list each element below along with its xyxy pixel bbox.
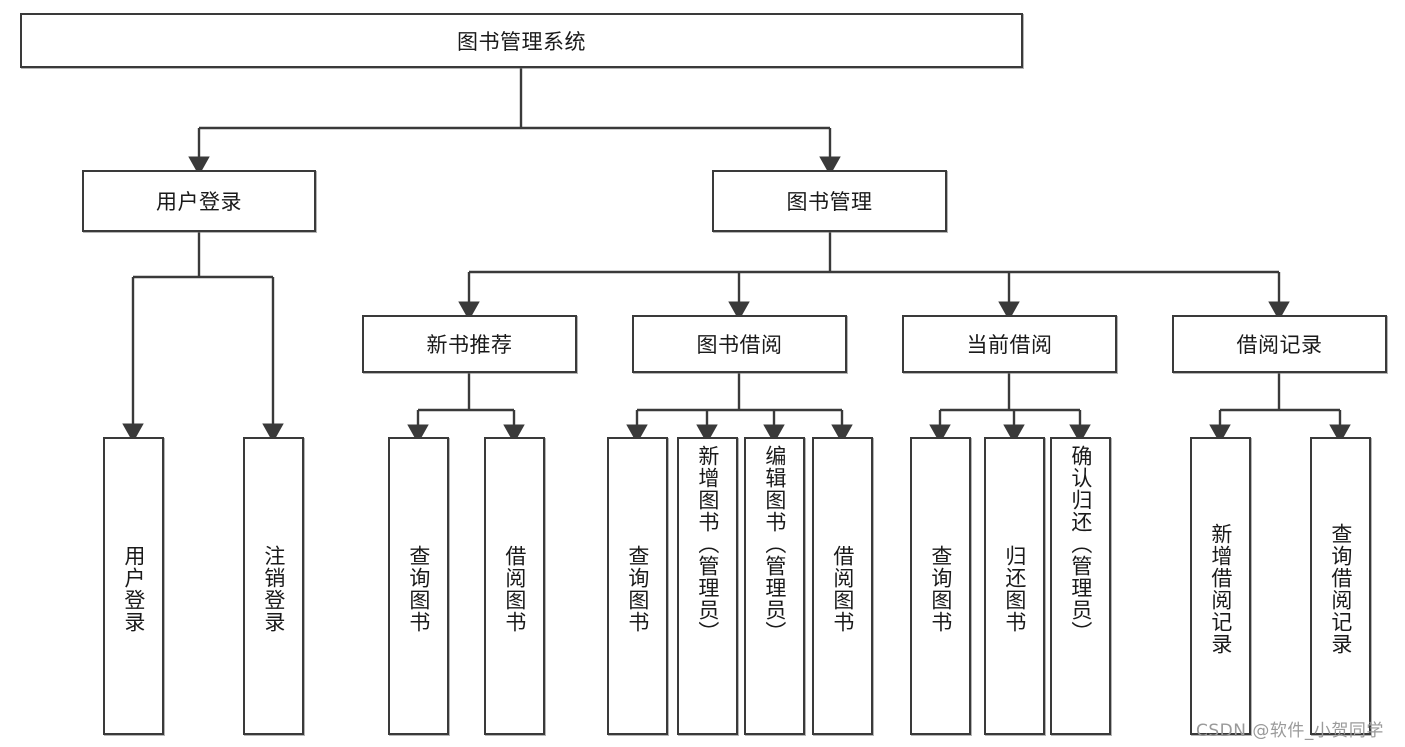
node-book-borrow-label: 图书借阅 [696, 333, 783, 357]
node-leaf-query-book-1-label: 查询图书 [406, 545, 431, 633]
node-leaf-query-book-3[interactable]: 查询图书 [910, 437, 971, 735]
node-leaf-query-record-label: 查询借阅记录 [1328, 523, 1353, 655]
csdn-watermark-text: CSDN @软件_小贺同学 [1196, 721, 1384, 741]
node-leaf-borrow-book-1[interactable]: 借阅图书 [484, 437, 545, 735]
node-leaf-query-book-2[interactable]: 查询图书 [607, 437, 668, 735]
node-leaf-borrow-book-2-label: 借阅图书 [830, 545, 855, 633]
node-leaf-edit-book-label: 编辑图书（管理员） [762, 445, 787, 643]
node-leaf-query-book-2-label: 查询图书 [625, 545, 650, 633]
node-new-book-rec[interactable]: 新书推荐 [362, 315, 577, 373]
node-book-manage[interactable]: 图书管理 [712, 170, 947, 232]
node-current-borrow-label: 当前借阅 [966, 333, 1053, 357]
node-borrow-record[interactable]: 借阅记录 [1172, 315, 1387, 373]
node-leaf-add-book-label: 新增图书（管理员） [695, 445, 720, 643]
node-leaf-query-book-1[interactable]: 查询图书 [388, 437, 449, 735]
node-leaf-user-login[interactable]: 用户登录 [103, 437, 164, 735]
node-leaf-query-record[interactable]: 查询借阅记录 [1310, 437, 1371, 735]
node-book-manage-label: 图书管理 [786, 190, 873, 214]
node-user-login[interactable]: 用户登录 [82, 170, 316, 232]
node-root-label: 图书管理系统 [457, 29, 586, 54]
node-leaf-borrow-book-1-label: 借阅图书 [502, 545, 527, 633]
node-leaf-user-logout-label: 注销登录 [261, 545, 286, 633]
node-leaf-confirm-return[interactable]: 确认归还（管理员） [1050, 437, 1111, 735]
node-current-borrow[interactable]: 当前借阅 [902, 315, 1117, 373]
node-leaf-confirm-return-label: 确认归还（管理员） [1068, 445, 1093, 643]
node-book-borrow[interactable]: 图书借阅 [632, 315, 847, 373]
node-leaf-user-logout[interactable]: 注销登录 [243, 437, 304, 735]
csdn-watermark: CSDN @软件_小贺同学 [1196, 716, 1384, 741]
node-borrow-record-label: 借阅记录 [1236, 333, 1323, 357]
node-leaf-return-book[interactable]: 归还图书 [984, 437, 1045, 735]
node-leaf-user-login-label: 用户登录 [121, 545, 146, 633]
node-new-book-rec-label: 新书推荐 [426, 333, 513, 357]
node-leaf-edit-book[interactable]: 编辑图书（管理员） [744, 437, 805, 735]
node-leaf-add-record-label: 新增借阅记录 [1208, 523, 1233, 655]
node-user-login-label: 用户登录 [156, 190, 242, 214]
node-leaf-query-book-3-label: 查询图书 [928, 545, 953, 633]
node-leaf-add-book[interactable]: 新增图书（管理员） [677, 437, 738, 735]
node-leaf-borrow-book-2[interactable]: 借阅图书 [812, 437, 873, 735]
node-root[interactable]: 图书管理系统 [20, 13, 1023, 68]
node-leaf-add-record[interactable]: 新增借阅记录 [1190, 437, 1251, 735]
node-leaf-return-book-label: 归还图书 [1002, 545, 1027, 633]
